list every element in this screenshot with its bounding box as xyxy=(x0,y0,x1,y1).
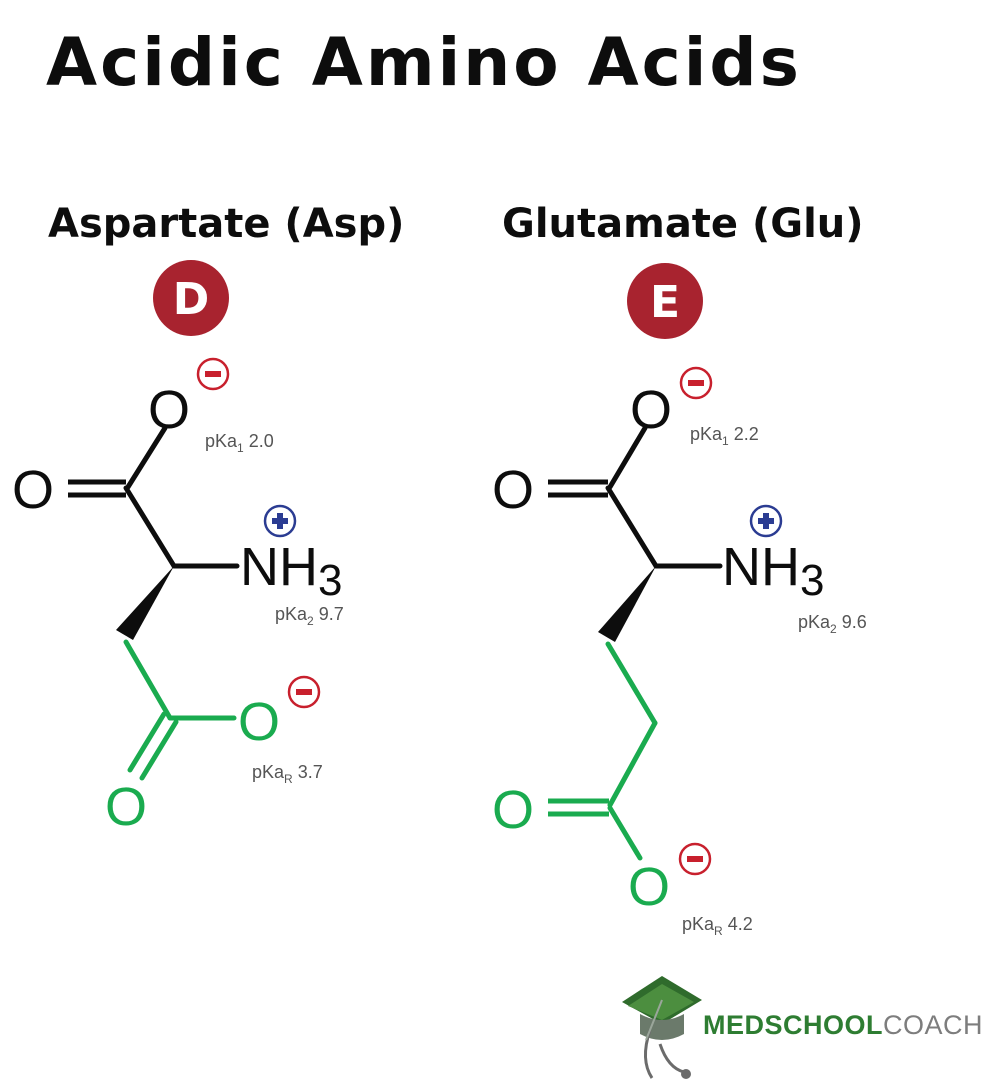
glutamate-nh3: NH3 xyxy=(722,537,824,605)
aspartate-pkar-label: pKaR 3.7 xyxy=(252,762,323,786)
aspartate-o-side-right: O xyxy=(238,692,280,752)
aspartate-carboxyl-negative-icon xyxy=(196,357,230,391)
glutamate-o-top: O xyxy=(630,380,672,440)
wedge-bond xyxy=(598,566,656,642)
glutamate-carboxyl-negative-icon xyxy=(679,366,713,400)
bond-c-calpha xyxy=(123,485,177,569)
glutamate-code: E xyxy=(650,277,680,328)
graduation-cap-stethoscope-icon xyxy=(622,976,702,1079)
wedge-bond xyxy=(116,566,174,640)
glutamate-side-negative-icon xyxy=(678,842,712,876)
bond-c-o-single xyxy=(125,425,168,490)
aspartate-pka1-label: pKa1 2.0 xyxy=(205,431,274,455)
aspartate-nh3: NH3 xyxy=(240,537,342,605)
aspartate-panel: Aspartate (Asp) D O O NH3 O O xyxy=(12,201,404,837)
aspartate-amine-positive-icon xyxy=(263,504,297,538)
bond-side-o-double-b xyxy=(139,719,179,781)
bond-side-2 xyxy=(607,720,658,808)
glutamate-o-side-bottom: O xyxy=(628,857,670,917)
aspartate-code: D xyxy=(173,274,210,325)
bond-c-o-single xyxy=(607,425,648,490)
bond-side-1 xyxy=(605,641,658,726)
glutamate-name: Glutamate (Glu) xyxy=(502,201,864,247)
glutamate-code-badge: E xyxy=(627,263,703,339)
glutamate-o-side-left: O xyxy=(492,780,534,840)
aspartate-name: Aspartate (Asp) xyxy=(48,201,404,247)
brand-logo: MEDSCHOOLCOACH xyxy=(622,976,983,1079)
bond-side-o-single xyxy=(607,805,643,861)
bond-side-1 xyxy=(123,639,173,721)
glutamate-pka2-label: pKa2 9.6 xyxy=(798,612,867,636)
aspartate-o-left: O xyxy=(12,460,54,520)
brand-name: MEDSCHOOLCOACH xyxy=(703,1010,983,1040)
bond-side-o-double-a xyxy=(127,711,167,773)
bond-c-calpha xyxy=(605,485,659,569)
aspartate-side-negative-icon xyxy=(287,675,321,709)
aspartate-pka2-label: pKa2 9.7 xyxy=(275,604,344,628)
glutamate-pka1-label: pKa1 2.2 xyxy=(690,424,759,448)
glutamate-amine-positive-icon xyxy=(749,504,783,538)
aspartate-o-top: O xyxy=(148,380,190,440)
glutamate-o-left: O xyxy=(492,460,534,520)
aspartate-code-badge: D xyxy=(153,260,229,336)
glutamate-pkar-label: pKaR 4.2 xyxy=(682,914,753,938)
page-title: Acidic Amino Acids xyxy=(46,24,802,101)
aspartate-o-side-bottom: O xyxy=(105,777,147,837)
glutamate-panel: Glutamate (Glu) E O O NH3 O O xyxy=(492,201,867,938)
glutamate-skeleton xyxy=(548,425,723,861)
aspartate-skeleton xyxy=(68,425,240,781)
